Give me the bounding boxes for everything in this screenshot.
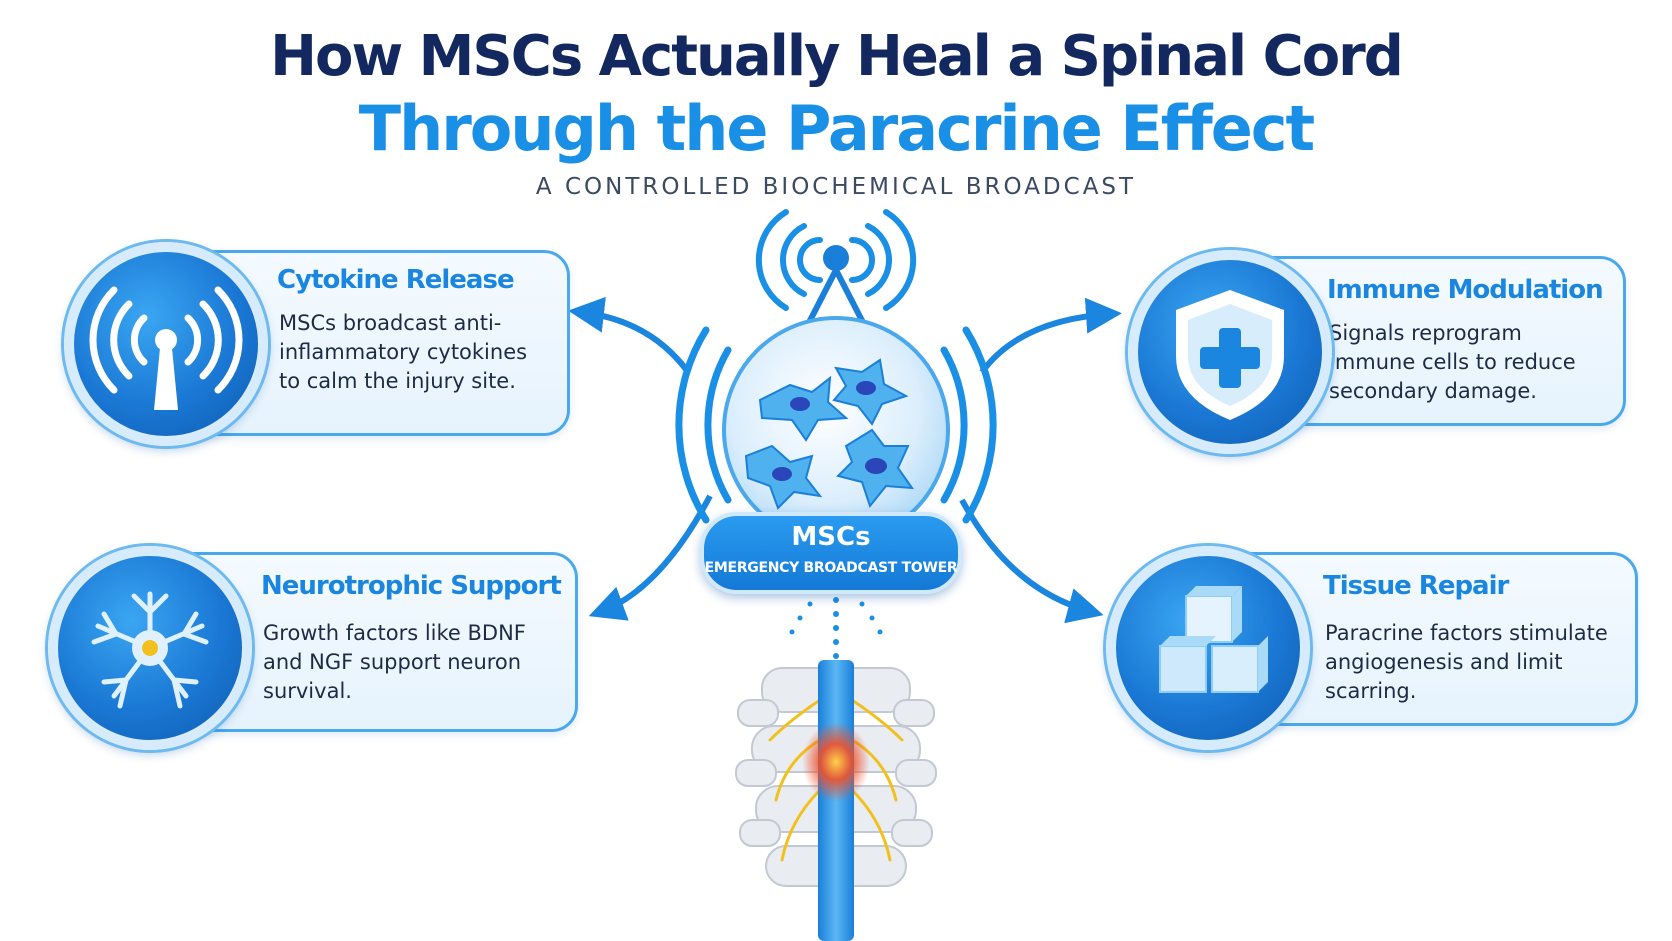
neurotrophic-support-badge: [48, 546, 252, 750]
card-text: Signals reprogram immune cells to reduce…: [1329, 321, 1576, 403]
injury-glow: [802, 722, 870, 802]
card-text: Paracrine factors stimulate angiogenesis…: [1325, 621, 1608, 703]
shield-plus-icon: [1176, 290, 1284, 420]
broadcast-tower-icon: [89, 286, 243, 410]
tissue-repair-badge: [1106, 546, 1310, 750]
card-title: Cytokine Release: [277, 265, 515, 295]
card-title: Tissue Repair: [1323, 571, 1509, 601]
page-title-line2: Through the Paracrine Effect: [358, 92, 1315, 165]
arrow-to-immune-modulation: [979, 297, 1122, 374]
page-subtitle: A CONTROLLED BIOCHEMICAL BROADCAST: [535, 174, 1137, 200]
arrow-to-cytokine-release: [568, 296, 691, 374]
cubes-icon: [1159, 586, 1268, 693]
mscs-label-pill: MSCs EMERGENCY BROADCAST TOWER: [700, 512, 962, 594]
page-title: How MSCs Actually Heal a Spinal Cord: [270, 24, 1404, 89]
mscs-label: MSCs: [791, 522, 871, 552]
signal-dots: [789, 597, 883, 659]
bubble-signal-arcs: [675, 326, 997, 524]
tower-signal-icon: [755, 209, 917, 311]
neuron-icon: [91, 591, 209, 709]
msc-bubble: [722, 316, 950, 544]
msc-cells-icon: [744, 358, 915, 510]
arrow-to-tissue-repair: [959, 498, 1104, 624]
antenna-tip: [823, 245, 849, 271]
card-title: Immune Modulation: [1327, 275, 1604, 305]
card-text: Growth factors like BDNF and NGF support…: [263, 621, 526, 703]
immune-modulation-badge: [1128, 250, 1332, 454]
spinal-column-icon: [735, 660, 937, 941]
mscs-sublabel: EMERGENCY BROADCAST TOWER: [704, 560, 958, 576]
cytokine-release-badge: [64, 242, 268, 446]
card-text: MSCs broadcast anti-inflammatory cytokin…: [279, 311, 528, 393]
card-title: Neurotrophic Support: [261, 571, 562, 601]
arrow-to-neurotrophic-support: [588, 494, 713, 621]
